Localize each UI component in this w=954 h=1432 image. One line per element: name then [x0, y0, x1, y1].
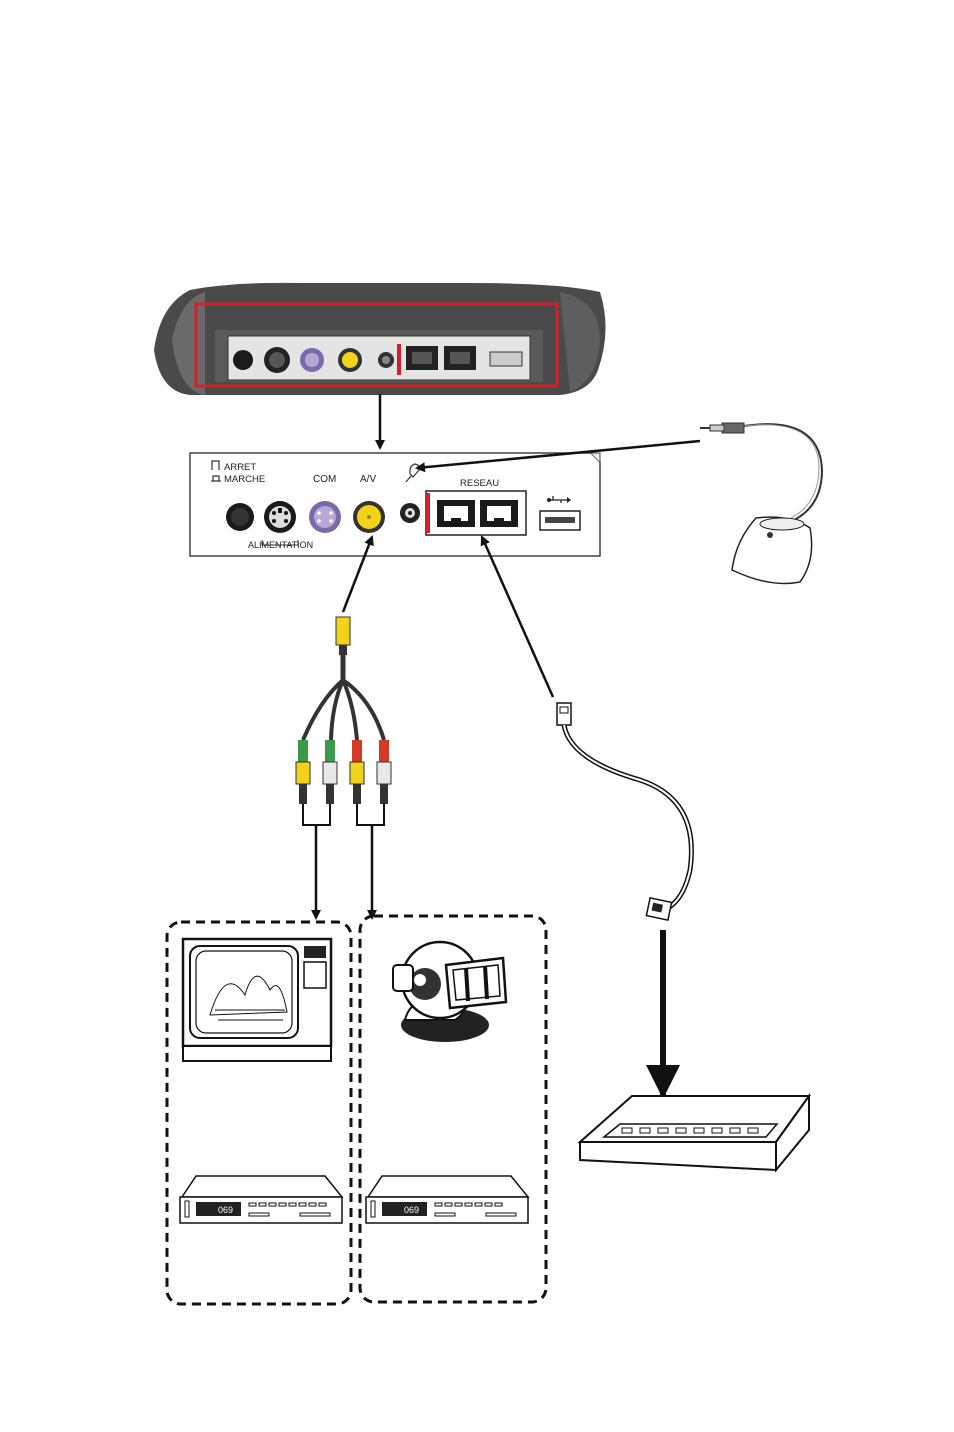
av-label: A/V [360, 474, 376, 485]
webcam-icon [393, 942, 506, 1042]
connector-panel: ARRET MARCHE ALIMENTATION COM A/V [190, 453, 600, 556]
microphone-device [700, 423, 822, 584]
av-cable [296, 617, 391, 825]
set-top-box-rear-view [154, 283, 606, 395]
ethernet-port-1 [437, 500, 475, 527]
network-label: RESEAU [460, 478, 499, 489]
tv-icon [183, 939, 331, 1061]
power-label: ALIMENTATION [248, 540, 313, 550]
vcr-icon-left: 069 [180, 1176, 342, 1223]
power-on-label: MARCHE [224, 474, 265, 485]
com-port [309, 501, 341, 533]
com-label: COM [313, 474, 336, 485]
ethernet-port-2 [480, 500, 518, 527]
vcr-icon-right: 069 [366, 1176, 528, 1223]
av-port [353, 501, 385, 533]
microphone-jack [400, 503, 420, 523]
arrow-network-cable-to-panel [482, 537, 553, 697]
vcr-display-right: 069 [404, 1205, 419, 1215]
power-off-label: ARRET [224, 462, 256, 473]
usb-port [540, 511, 580, 530]
network-switch-icon [580, 1096, 809, 1170]
network-cable [557, 703, 691, 920]
power-port [264, 501, 296, 533]
vcr-display-left: 069 [218, 1205, 233, 1215]
